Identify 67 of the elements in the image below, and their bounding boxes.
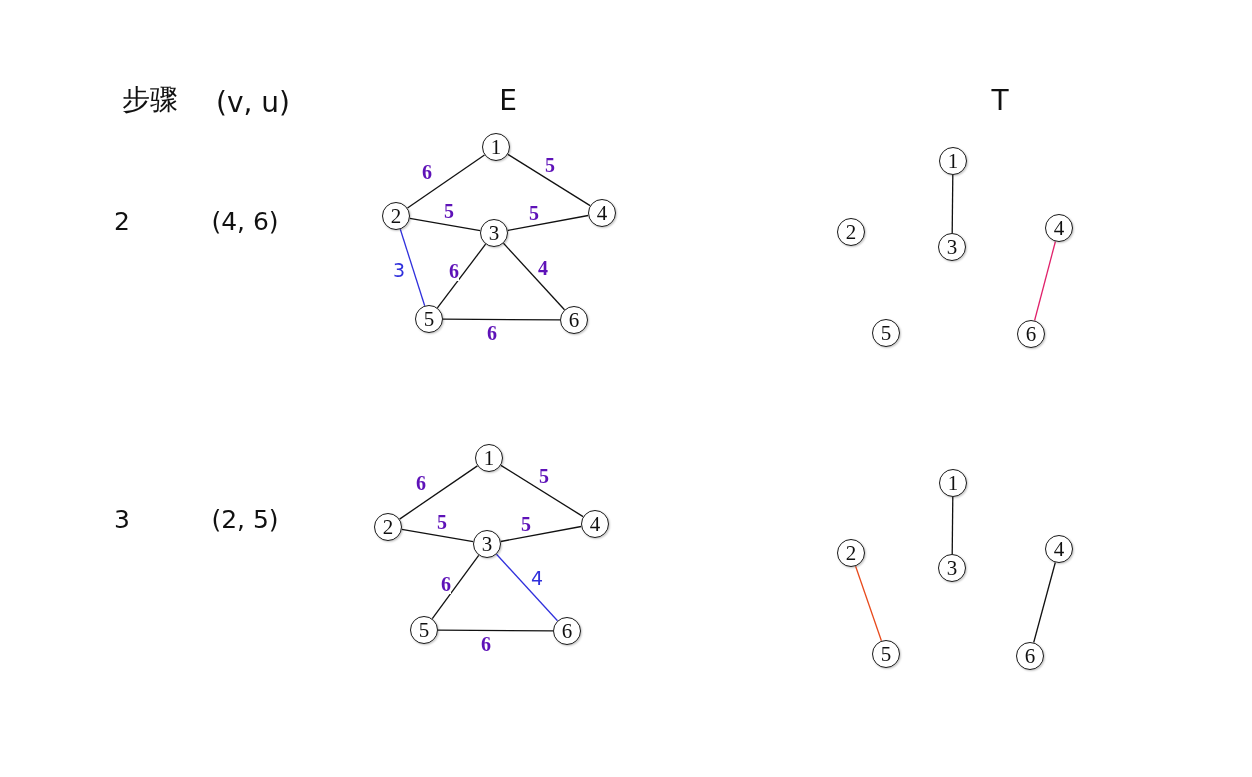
node-circle: 3 (938, 554, 966, 582)
node-circle: 4 (1045, 214, 1073, 242)
edge-line (442, 318, 561, 321)
node-circle: 3 (473, 530, 501, 558)
edge-pair: (2, 5) (211, 505, 279, 535)
node-circle: 5 (415, 305, 443, 333)
edge-pair: (4, 6) (211, 207, 279, 237)
edge-line (1033, 240, 1057, 322)
edge-line (399, 228, 426, 307)
node-circle: 1 (939, 147, 967, 175)
edge-line (507, 214, 589, 232)
node-circle: 6 (1016, 642, 1044, 670)
edge-line (409, 217, 481, 232)
column-header: E (499, 84, 517, 118)
column-header: 步骤 (122, 83, 178, 117)
step-number: 2 (114, 207, 130, 237)
edge-line (951, 496, 954, 555)
column-header: T (991, 84, 1009, 118)
node-circle: 1 (939, 469, 967, 497)
step-number: 3 (114, 505, 130, 535)
edge-line (500, 525, 582, 543)
node-circle: 2 (837, 539, 865, 567)
node-circle: 1 (482, 133, 510, 161)
edge-label: 5 (545, 155, 555, 175)
edge-label: 6 (449, 261, 459, 281)
node-circle: 2 (382, 202, 410, 230)
edge-label: 5 (539, 466, 549, 486)
node-circle: 5 (410, 616, 438, 644)
edge-label: 5 (521, 514, 531, 534)
node-circle: 3 (480, 219, 508, 247)
node-circle: 5 (872, 319, 900, 347)
edge-line (398, 465, 479, 520)
node-circle: 1 (475, 444, 503, 472)
edge-line (437, 629, 554, 632)
edge-line (507, 153, 591, 207)
edge-label: 6 (416, 473, 426, 493)
edge-line (431, 554, 480, 620)
edge-line (502, 242, 566, 311)
edge-line (1033, 561, 1056, 644)
edge-line (854, 565, 883, 642)
node-circle: 4 (1045, 535, 1073, 563)
edge-line (406, 154, 486, 209)
edge-label: 6 (487, 323, 497, 343)
node-circle: 4 (588, 199, 616, 227)
edge-label: 6 (422, 162, 432, 182)
node-circle: 6 (553, 617, 581, 645)
edge-label: 4 (530, 568, 544, 588)
edge-line (495, 553, 559, 622)
node-circle: 2 (837, 218, 865, 246)
edge-label: 6 (441, 574, 451, 594)
node-circle: 6 (560, 306, 588, 334)
edge-line (951, 174, 954, 234)
edge-label: 5 (529, 203, 539, 223)
node-circle: 6 (1017, 320, 1045, 348)
edge-label: 5 (437, 512, 447, 532)
edge-label: 5 (444, 201, 454, 221)
edge-line (436, 243, 487, 309)
edge-line (401, 528, 474, 543)
edge-label: 4 (538, 258, 548, 278)
node-circle: 4 (581, 510, 609, 538)
column-header: (v, u) (216, 86, 290, 120)
node-circle: 5 (872, 640, 900, 668)
node-circle: 2 (374, 513, 402, 541)
edge-label: 3 (392, 260, 406, 280)
node-circle: 3 (938, 233, 966, 261)
edge-label: 6 (481, 634, 491, 654)
edge-line (500, 464, 584, 518)
